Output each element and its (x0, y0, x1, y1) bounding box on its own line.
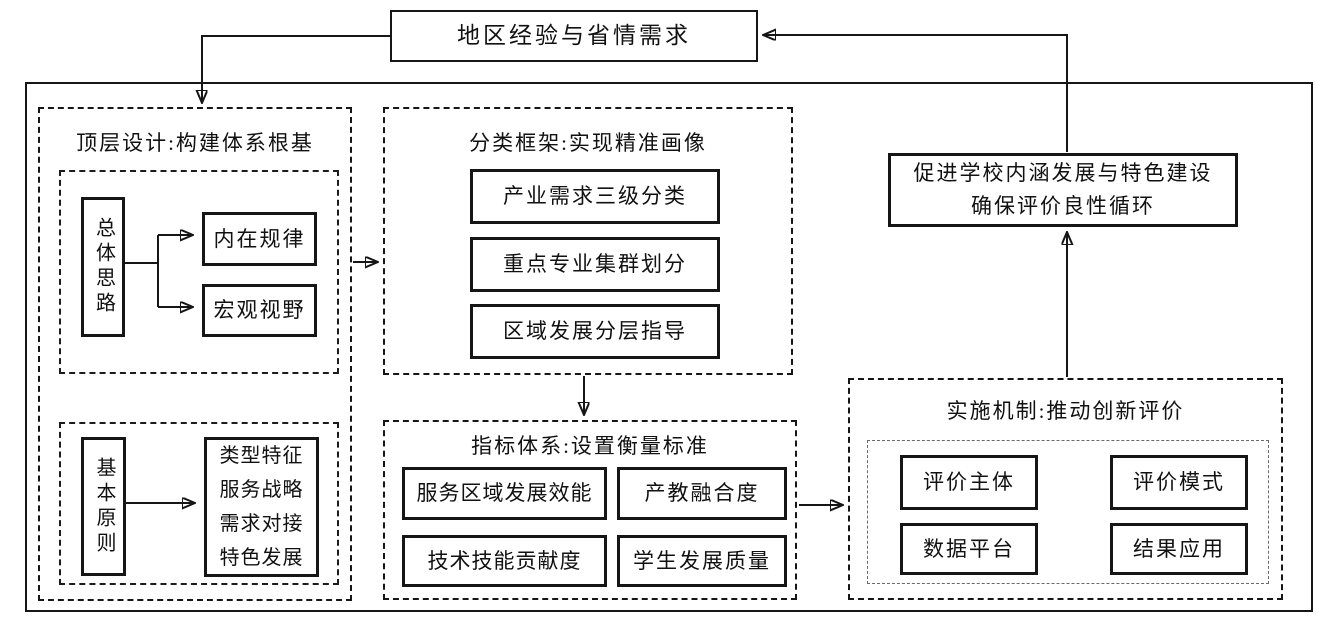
section-top-design-title: 顶层设计:构建体系根基 (76, 131, 314, 155)
node-outcome-line1: 促进学校内涵发展与特色建设 (913, 161, 1213, 185)
node-regional-service-efficiency: 服务区域发展效能 (402, 467, 607, 520)
node-result-application-label: 结果应用 (1133, 536, 1225, 561)
node-overall-thinking: 总体思路 (81, 197, 125, 337)
node-basic-principles: 基本原则 (81, 437, 126, 576)
node-macro-vision: 宏观视野 (202, 284, 317, 337)
node-industry-demand-classification: 产业需求三级分类 (470, 169, 720, 224)
node-inner-law-label: 内在规律 (213, 226, 306, 251)
principle-line: 需求对接 (219, 513, 304, 535)
node-student-development-quality-label: 学生发展质量 (633, 548, 771, 573)
section-classification: 分类框架:实现精准画像 产业需求三级分类 重点专业集群划分 区域发展分层指导 (383, 107, 793, 375)
node-outcome-line2: 确保评价良性循环 (971, 194, 1155, 218)
principle-line: 类型特征 (219, 445, 304, 467)
node-industry-demand-label: 产业需求三级分类 (503, 184, 687, 209)
node-regional-service-efficiency-label: 服务区域发展效能 (416, 481, 593, 506)
node-data-platform: 数据平台 (900, 523, 1038, 575)
section-implementation-title: 实施机制:推动创新评价 (946, 399, 1185, 423)
group-overall-thinking: 总体思路 内在规律 宏观视野 (59, 170, 339, 374)
node-industry-education-integration: 产教融合度 (617, 467, 787, 520)
group-basic-principles: 基本原则 类型特征 服务战略 需求对接 特色发展 (59, 422, 339, 585)
node-technical-skill-contribution: 技术技能贡献度 (402, 535, 607, 587)
principle-line: 特色发展 (219, 547, 304, 569)
section-classification-title: 分类框架:实现精准画像 (469, 131, 707, 155)
node-principle-list: 类型特征 服务战略 需求对接 特色发展 (204, 437, 319, 577)
node-key-major-clusters-label: 重点专业集群划分 (503, 252, 687, 277)
node-regional-layered-guidance: 区域发展分层指导 (470, 304, 720, 359)
node-basic-principles-label: 基本原则 (93, 456, 115, 557)
diagram-outer-frame (25, 82, 1313, 612)
node-outcome: 促进学校内涵发展与特色建设 确保评价良性循环 (888, 153, 1238, 227)
node-macro-vision-label: 宏观视野 (213, 298, 306, 323)
node-evaluation-subject-label: 评价主体 (923, 470, 1015, 495)
node-key-major-clusters: 重点专业集群划分 (470, 237, 720, 292)
node-student-development-quality: 学生发展质量 (617, 535, 787, 587)
principle-line: 服务战略 (219, 479, 304, 501)
section-indicators-title: 指标体系:设置衡量标准 (471, 434, 709, 458)
node-regional-experience: 地区经验与省情需求 (390, 10, 758, 62)
section-indicators: 指标体系:设置衡量标准 服务区域发展效能 产教融合度 技术技能贡献度 学生发展质… (383, 420, 797, 600)
node-evaluation-mode: 评价模式 (1110, 455, 1248, 510)
node-inner-law: 内在规律 (202, 212, 317, 266)
node-data-platform-label: 数据平台 (923, 536, 1015, 561)
node-technical-skill-contribution-label: 技术技能贡献度 (427, 548, 582, 573)
section-top-design: 顶层设计:构建体系根基 总体思路 内在规律 宏观视野 基本原则 类型特征 服务战… (38, 107, 352, 601)
section-implementation: 实施机制:推动创新评价 评价主体 评价模式 数据平台 结果应用 (848, 378, 1283, 600)
group-implementation-items: 评价主体 评价模式 数据平台 结果应用 (867, 440, 1269, 584)
node-regional-experience-label: 地区经验与省情需求 (457, 22, 691, 48)
node-evaluation-mode-label: 评价模式 (1133, 470, 1225, 495)
node-industry-education-integration-label: 产教融合度 (644, 481, 760, 506)
node-regional-layered-guidance-label: 区域发展分层指导 (503, 319, 687, 344)
node-evaluation-subject: 评价主体 (900, 455, 1038, 510)
node-overall-thinking-label: 总体思路 (92, 217, 115, 317)
node-result-application: 结果应用 (1110, 523, 1248, 575)
